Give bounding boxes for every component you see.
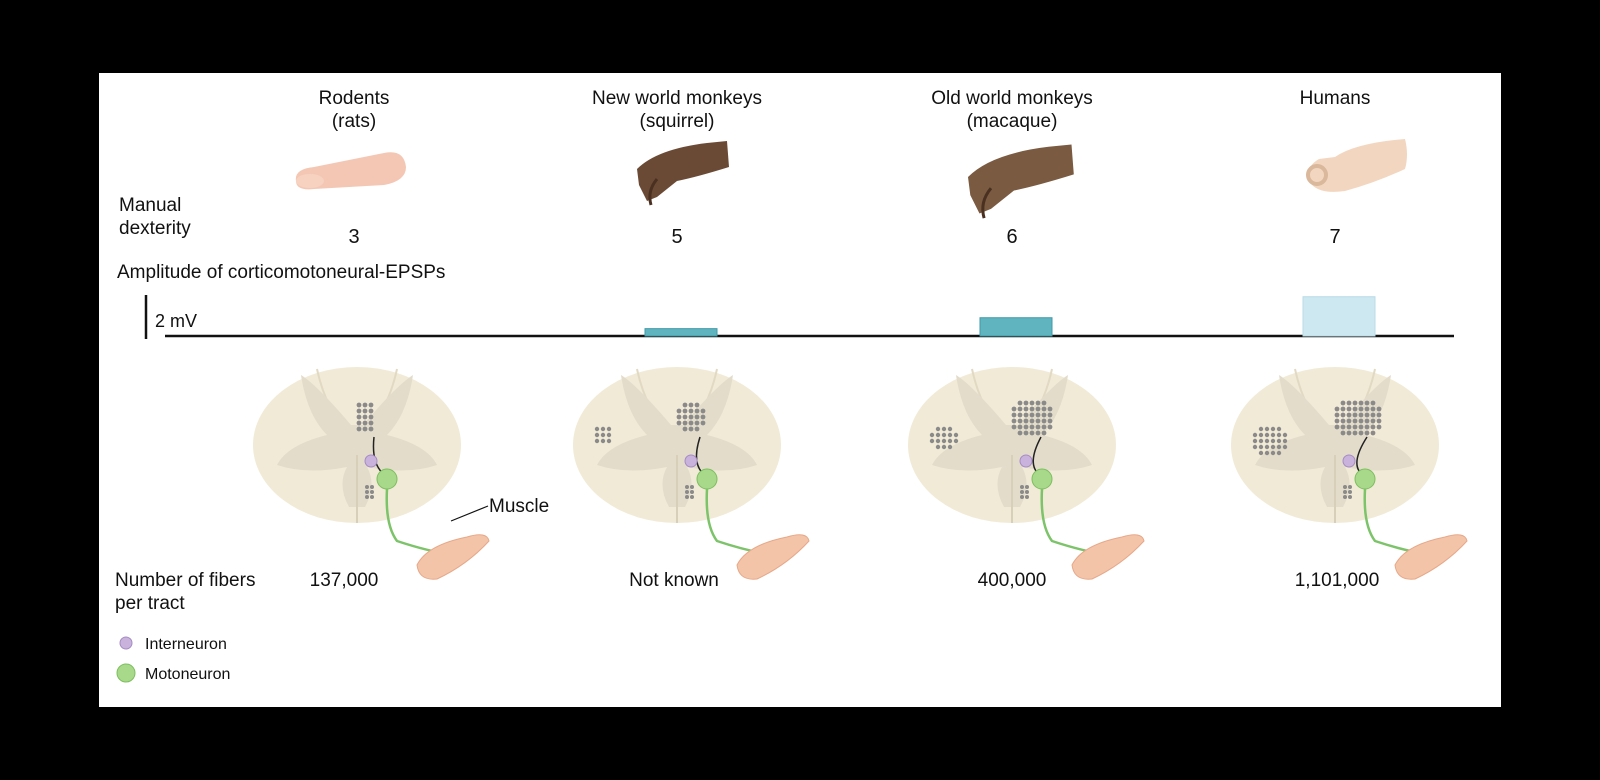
spinal-cord-humans: [1231, 367, 1468, 580]
motoneuron-humans: [1354, 468, 1376, 490]
scale-bar-label: 2 mV: [155, 311, 198, 331]
motoneuron-old-world: [1031, 468, 1053, 490]
muscle-old-world: [1071, 534, 1145, 580]
interneuron-old-world: [1019, 454, 1033, 468]
lateral-tract-dots-humans: [1252, 426, 1288, 456]
epsp-bar-new-world: [644, 328, 718, 337]
epsp-bar-humans: [1302, 296, 1376, 337]
muscle-label: Muscle: [489, 496, 550, 517]
spinal-cord-new-world: [573, 367, 810, 580]
legend-interneuron-label: Interneuron: [145, 636, 227, 653]
species-title-rodents: Rodents (rats): [318, 88, 390, 132]
manual-dexterity-label: Manual dexterity: [119, 195, 191, 239]
muscle-rodents: [416, 534, 490, 580]
ventral-tract-dots-humans: [1343, 485, 1352, 499]
interneuron-new-world: [684, 454, 698, 468]
dorsolateral-tract-dots-new-world: [676, 402, 706, 432]
fibers-per-tract-label: Number of fibers per tract: [115, 570, 256, 614]
fiber-count-humans: 1,101,000: [1294, 570, 1380, 591]
species-title-new-world: New world monkeys (squirrel): [592, 88, 762, 132]
spinal-cord-old-world: [908, 367, 1145, 580]
dexterity-value-rodents: 3: [348, 226, 360, 248]
motoneuron-rodents: [376, 468, 398, 490]
muscle-humans: [1394, 534, 1468, 580]
hand-humans: [1306, 139, 1407, 192]
hand-rodents: [295, 152, 406, 190]
muscle-pointer-line: [450, 505, 489, 522]
hand-old-world: [968, 144, 1074, 219]
epsp-bar-old-world: [979, 317, 1053, 337]
fiber-count-rodents: 137,000: [309, 570, 379, 591]
muscle-new-world: [736, 534, 810, 580]
figure-panel: Rodents (rats) New world monkeys (squirr…: [99, 73, 1501, 707]
dorsolateral-tract-dots-humans: [1334, 400, 1382, 436]
motoneuron-new-world: [696, 468, 718, 490]
dexterity-value-new-world: 5: [671, 226, 683, 248]
dexterity-value-humans: 7: [1329, 226, 1341, 248]
hand-new-world: [637, 141, 729, 206]
epsp-amplitude-label: Amplitude of corticomotoneural-EPSPs: [117, 262, 446, 283]
legend-interneuron-marker: [119, 636, 133, 650]
dexterity-value-old-world: 6: [1006, 226, 1018, 248]
ventral-tract-dots-new-world: [685, 485, 694, 499]
fiber-count-new-world: Not known: [629, 570, 719, 591]
lateral-tract-dots-new-world: [594, 426, 612, 444]
fiber-count-old-world: 400,000: [977, 570, 1047, 591]
interneuron-humans: [1342, 454, 1356, 468]
ventral-tract-dots-rodents: [365, 485, 374, 499]
figure-drawing: [116, 139, 1468, 683]
ventral-tract-dots-old-world: [1020, 485, 1029, 499]
species-title-old-world: Old world monkeys (macaque): [931, 88, 1093, 132]
lateral-tract-dots-old-world: [929, 426, 959, 450]
species-title-humans: Humans: [1299, 88, 1371, 109]
legend-motoneuron-marker: [116, 663, 136, 683]
spinal-cord-rodents: [253, 367, 490, 580]
dorsolateral-tract-dots-old-world: [1011, 400, 1053, 436]
dorsolateral-tract-dots-rodents: [356, 402, 374, 432]
interneuron-rodents: [364, 454, 378, 468]
legend-motoneuron-label: Motoneuron: [145, 666, 231, 683]
